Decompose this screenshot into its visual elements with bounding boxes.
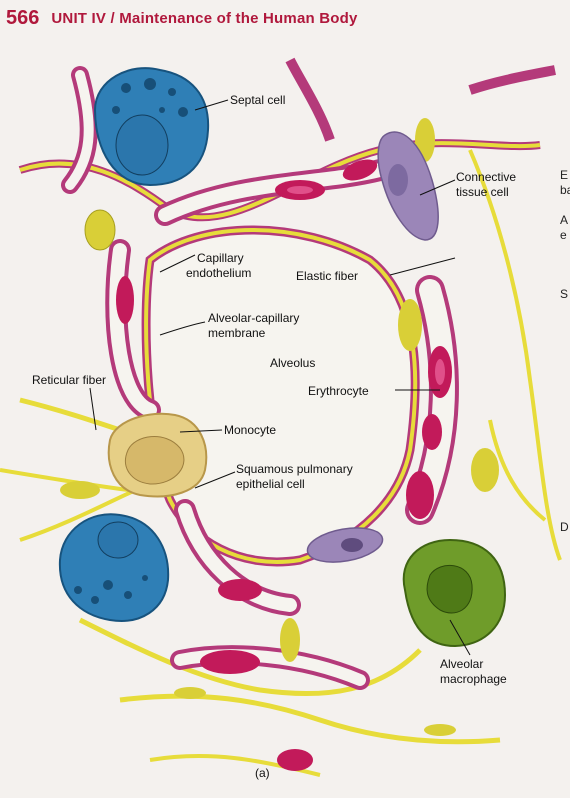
label-connective-tissue-cell-2: tissue cell [456,185,509,199]
edge-letter: E [560,168,569,182]
label-alveolus: Alveolus [270,356,315,370]
septal-cell-top [93,67,210,187]
label-reticular-fiber: Reticular fiber [32,373,106,387]
label-septal-cell: Septal cell [230,93,285,107]
label-monocyte: Monocyte [224,423,276,437]
label-erythrocyte: Erythrocyte [308,384,369,398]
label-connective-tissue-cell-1: Connective [456,170,516,184]
label-squamous-1: Squamous pulmonary [236,462,353,476]
alveolar-macrophage [402,538,507,648]
label-squamous-2: epithelial cell [236,477,305,491]
epithelial-nuclei [60,118,499,736]
page-number: 566 [6,6,40,29]
label-capillary-endothelium-2: endothelium [186,266,251,280]
erythrocytes [116,159,452,771]
label-alveolar-macrophage-2: macrophage [440,672,507,686]
label-alveolar-capillary-membrane-1: Alveolar-capillary [208,311,299,325]
label-elastic-fiber: Elastic fiber [296,269,358,283]
page-header: 566 UNIT IV / Maintenance of the Human B… [0,0,570,36]
labels: Septal cell Connective tissue cell Capil… [32,93,516,780]
edge-letter: D [560,520,569,534]
leader-lines [89,99,471,656]
edge-letter: ba [560,183,570,197]
septal-cell-bottom [58,513,170,622]
interstitial-cell [306,527,384,563]
unit-title: UNIT IV / Maintenance of the Human Body [51,9,358,27]
label-figure-part: (a) [255,766,270,780]
monocyte [107,412,208,498]
edge-letter: A [560,213,569,227]
edge-letter: e [560,228,567,242]
label-alveolar-macrophage-1: Alveolar [440,657,483,671]
label-alveolar-capillary-membrane-2: membrane [208,326,266,340]
label-capillary-endothelium-1: Capillary [197,251,244,265]
edge-letter: S [560,287,569,301]
connective-tissue-cell [377,131,439,241]
